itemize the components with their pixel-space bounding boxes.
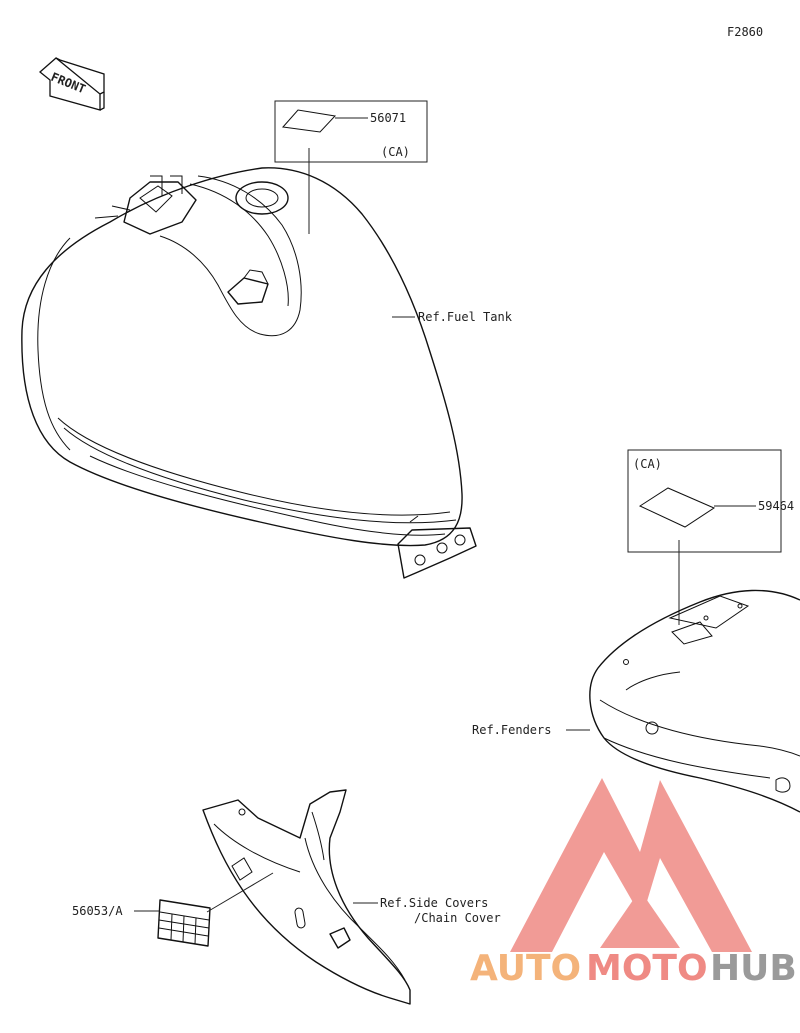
watermark-word-hub: HUB	[710, 948, 797, 989]
watermark-logo-icon	[510, 778, 752, 952]
front-arrow-icon: FRONT	[38, 57, 105, 111]
part-number-56071: 56071	[370, 111, 406, 125]
region-ca-59464: (CA)	[633, 457, 662, 471]
fuel-cap-icon	[235, 181, 289, 215]
label-59464-box	[627, 449, 782, 553]
leader-56053	[206, 872, 274, 913]
label-56053-icon	[157, 899, 211, 947]
part-number-59464: 59464	[758, 499, 794, 513]
fuel-tank	[21, 167, 477, 579]
watermark-word-moto: MOTO	[586, 948, 708, 989]
ref-fuel-tank: Ref.Fuel Tank	[418, 310, 513, 324]
chain-cover	[202, 789, 411, 1005]
part-number-56053: 56053/A	[72, 904, 123, 918]
region-ca-56071: (CA)	[381, 145, 410, 159]
label-56071-box	[274, 100, 428, 163]
figure-code: F2860	[727, 25, 763, 39]
rear-fender	[589, 589, 800, 813]
ref-side-covers-line2: /Chain Cover	[414, 911, 501, 925]
ref-fenders: Ref.Fenders	[472, 723, 551, 737]
decal-56071-icon	[282, 109, 337, 133]
ref-side-covers-line1: Ref.Side Covers	[380, 896, 488, 910]
automotohub-watermark: AUTO MOTO HUB	[470, 778, 797, 989]
watermark-word-auto: AUTO	[470, 948, 581, 989]
decal-59464-icon	[638, 487, 716, 528]
